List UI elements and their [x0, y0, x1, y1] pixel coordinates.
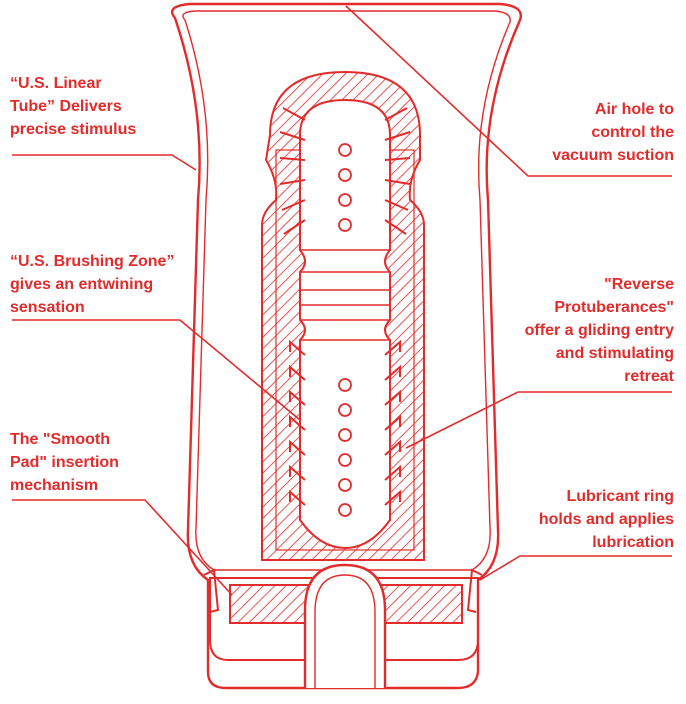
leader-lubricant-ring	[479, 555, 672, 581]
outer-shell-inner	[182, 10, 511, 571]
callout-air-hole: Air hole to control the vacuum suction	[552, 101, 674, 164]
smooth-pad-opening	[303, 563, 387, 688]
leader-air-hole	[345, 5, 672, 177]
outer-shell	[170, 2, 522, 690]
inner-canal	[299, 98, 391, 550]
callout-brushing-zone: “U.S. Brushing Zone” gives an entwining …	[10, 253, 175, 316]
canal-bands	[300, 249, 390, 341]
smooth-pad-opening-inner	[314, 574, 376, 688]
base-collar	[209, 577, 479, 661]
leader-smooth-pad	[12, 499, 233, 596]
lubricant-ring-left	[229, 584, 313, 624]
lubricant-ring-right	[379, 584, 463, 624]
callout-lubricant-ring: Lubricant ring holds and applies lubrica…	[538, 488, 674, 551]
leader-brushing-zone	[12, 319, 301, 421]
callout-smooth-pad: The "Smooth Pad" insertion mechanism	[10, 431, 119, 494]
callout-linear-tube: “U.S. Linear Tube” Delivers precise stim…	[10, 75, 137, 138]
canal-dots	[338, 143, 352, 517]
leader-linear-tube	[12, 154, 197, 171]
leader-lines	[12, 5, 672, 596]
callout-reverse-protuberances: "Reverse Protuberances" offer a gliding …	[524, 276, 674, 385]
protuberance-ribs	[289, 339, 401, 506]
brushing-teeth	[279, 107, 411, 235]
leader-reverse-protuberances	[405, 391, 672, 449]
base-clips	[203, 568, 483, 613]
